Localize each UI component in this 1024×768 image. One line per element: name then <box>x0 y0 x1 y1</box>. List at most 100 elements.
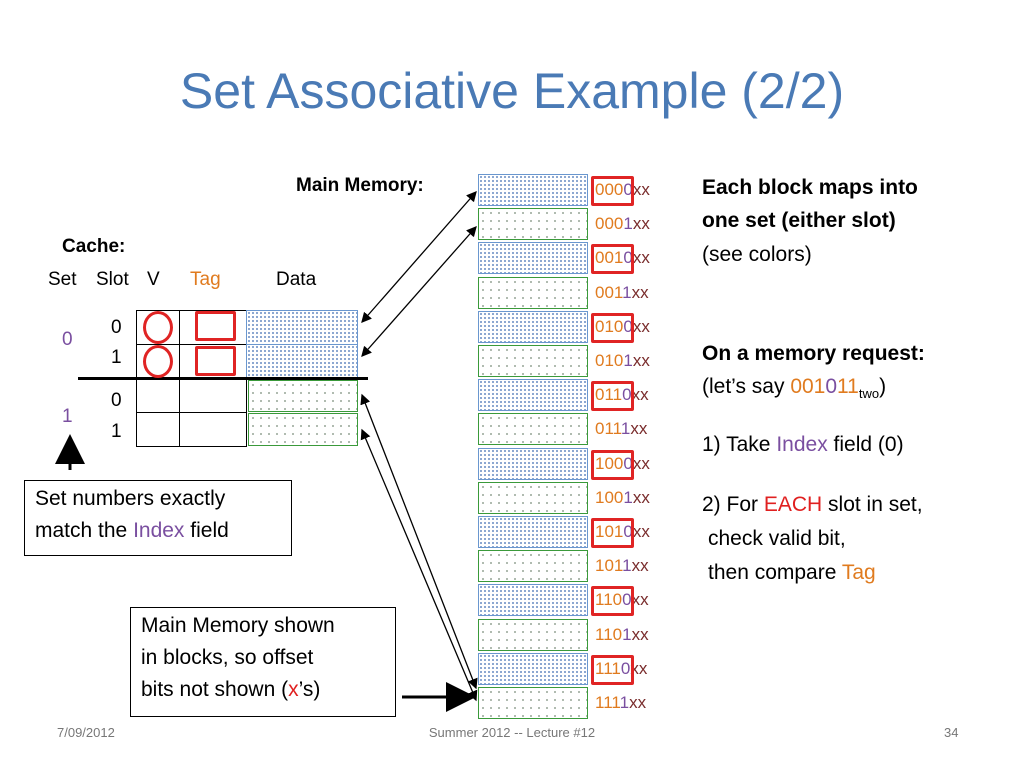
address-index-bit: 0 <box>623 522 633 541</box>
step-2-line2: check valid bit, <box>708 527 846 550</box>
set-number-1: 1 <box>62 406 73 427</box>
address-tag-bits: 100 <box>595 487 624 507</box>
memory-address: 1111xx <box>595 693 646 713</box>
address-tag-bits: 110 <box>595 624 623 644</box>
address-offset-bits: xx <box>632 453 650 473</box>
address-offset-bits: xx <box>632 316 650 336</box>
callout-line: in blocks, so offset <box>141 646 314 669</box>
address-index-bit: 1 <box>622 624 632 644</box>
cache-data-cell <box>246 344 358 379</box>
address-tag-bits: 110 <box>595 590 623 610</box>
callout-text: bits not shown ( <box>141 678 289 701</box>
slot-number: 1 <box>111 421 122 442</box>
index-word: Index <box>133 519 185 542</box>
x-word: x <box>288 678 299 701</box>
memory-block <box>478 618 588 651</box>
cache-data-cell <box>248 380 358 412</box>
memory-block <box>478 379 588 412</box>
address-offset-bits: xx <box>631 385 649 405</box>
mapping-text-line2: one set (either slot) <box>702 209 896 232</box>
address-tag-bits: 010 <box>595 316 624 336</box>
callout-text: ’s) <box>298 678 321 701</box>
arrow <box>360 428 478 702</box>
callout-text: field <box>184 519 229 542</box>
cache-label: Cache: <box>62 236 126 257</box>
memory-block <box>478 516 588 548</box>
valid-bit-highlight <box>143 345 173 378</box>
address-tag-bits: 000 <box>595 180 624 199</box>
slot-number: 1 <box>111 347 122 368</box>
tag-index-highlight <box>591 312 634 343</box>
footer-page-number: 34 <box>944 725 959 740</box>
tag-index-highlight <box>591 244 634 275</box>
address-index-bit: 1 <box>619 693 630 712</box>
example-index-bit: 0 <box>825 375 838 398</box>
address-tag-bits: 001 <box>595 282 623 302</box>
step-2-line3: then compare Tag <box>708 556 876 589</box>
address-tag-bits: 000 <box>595 214 624 234</box>
address-tag-bits: 101 <box>595 522 624 541</box>
address-offset-bits: xx <box>629 693 647 712</box>
step-text: 2) For <box>702 493 764 516</box>
memory-block <box>478 550 588 583</box>
address-tag-bits: 111 <box>595 693 620 712</box>
address-offset-bits: xx <box>631 556 649 576</box>
address-index-bit: 1 <box>620 419 631 439</box>
valid-bit-highlight <box>143 311 173 344</box>
index-word: Index <box>776 433 828 456</box>
address-index-bit: 0 <box>623 453 633 473</box>
memory-address: 1001xx <box>595 488 650 508</box>
address-index-bit: 1 <box>623 214 633 234</box>
address-offset-bits: xx <box>630 419 648 439</box>
request-heading: On a memory request: <box>702 342 925 365</box>
callout-line: Main Memory shown <box>141 614 335 637</box>
memory-address: 1011xx <box>595 556 649 576</box>
cache-tag-cell <box>179 412 247 447</box>
cache-data-cell <box>248 413 358 446</box>
tag-index-highlight <box>591 176 634 206</box>
example-offset-bits: 11 <box>837 375 859 398</box>
address-offset-bits: xx <box>632 214 650 234</box>
memory-address: 0111xx <box>595 419 647 439</box>
memory-block <box>478 208 588 241</box>
main-memory-callout: Main Memory shown in blocks, so offset b… <box>130 607 396 717</box>
address-index-bit: 1 <box>623 351 633 370</box>
memory-block <box>478 345 588 377</box>
memory-address: 0000xx <box>595 180 650 200</box>
address-index-bit: 0 <box>623 316 633 336</box>
memory-block <box>478 242 588 275</box>
callout-line: Set numbers exactly <box>35 487 226 510</box>
tag-index-highlight <box>591 586 634 617</box>
memory-address: 0010xx <box>595 248 650 268</box>
memory-address: 1101xx <box>595 625 649 645</box>
address-offset-bits: xx <box>631 590 649 610</box>
memory-block <box>478 310 588 343</box>
address-index-bit: 0 <box>620 658 631 678</box>
col-tag-header: Tag <box>190 269 221 290</box>
set-divider <box>78 377 368 380</box>
col-slot-header: Slot <box>96 269 129 290</box>
memory-address: 0101xx <box>595 351 650 371</box>
tag-index-highlight <box>591 381 634 412</box>
memory-address: 1010xx <box>595 522 650 542</box>
memory-block <box>478 481 588 514</box>
tag-index-highlight <box>591 654 634 685</box>
footer-date: 7/09/2012 <box>57 725 115 740</box>
memory-address: 0011xx <box>595 283 649 303</box>
tag-index-highlight <box>591 449 634 480</box>
slot-number: 0 <box>111 390 122 411</box>
address-tag-bits: 111 <box>595 658 621 678</box>
each-word: EACH <box>763 493 823 516</box>
memory-block <box>478 687 588 719</box>
request-example: (let’s say 001011two) <box>702 370 886 410</box>
step-text: field (0) <box>827 433 904 456</box>
address-tag-bits: 001 <box>595 248 624 268</box>
callout-line: match the Index field <box>35 515 281 547</box>
mapping-text-line1: Each block maps into <box>702 176 918 199</box>
arrow <box>361 191 477 323</box>
memory-address: 1110xx <box>595 659 647 679</box>
step-1: 1) Take Index field (0) <box>702 428 904 461</box>
tag-index-highlight <box>591 518 634 548</box>
callout-text: match the <box>35 519 134 542</box>
